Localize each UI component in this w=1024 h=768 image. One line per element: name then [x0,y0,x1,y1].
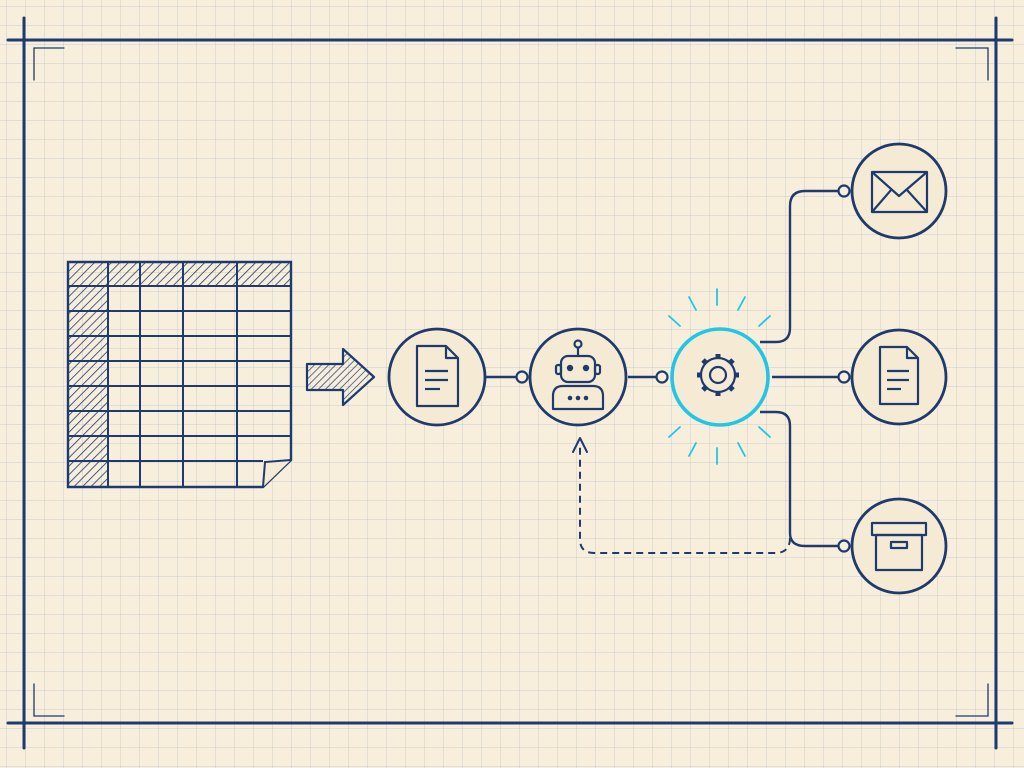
right-arrow-icon [305,347,376,407]
blueprint-frame [6,16,1014,750]
document-node [387,327,487,427]
archive-output-node [850,497,948,595]
gear-icon [697,354,739,396]
glow-rays [668,288,771,465]
email-output-node [850,142,948,240]
robot-icon [551,339,605,411]
robot-eyes [566,364,590,401]
document-icon [415,344,460,408]
envelope-icon [870,170,929,214]
document-icon [878,345,920,406]
gear-node [668,288,771,465]
connector-joints [515,184,851,553]
feedback-loop-arrow [572,437,791,554]
connector-lines [485,189,838,548]
archive-box-icon [870,521,928,572]
document-output-node [850,328,948,426]
spreadsheet-icon [66,260,293,489]
robot-node [528,327,628,427]
